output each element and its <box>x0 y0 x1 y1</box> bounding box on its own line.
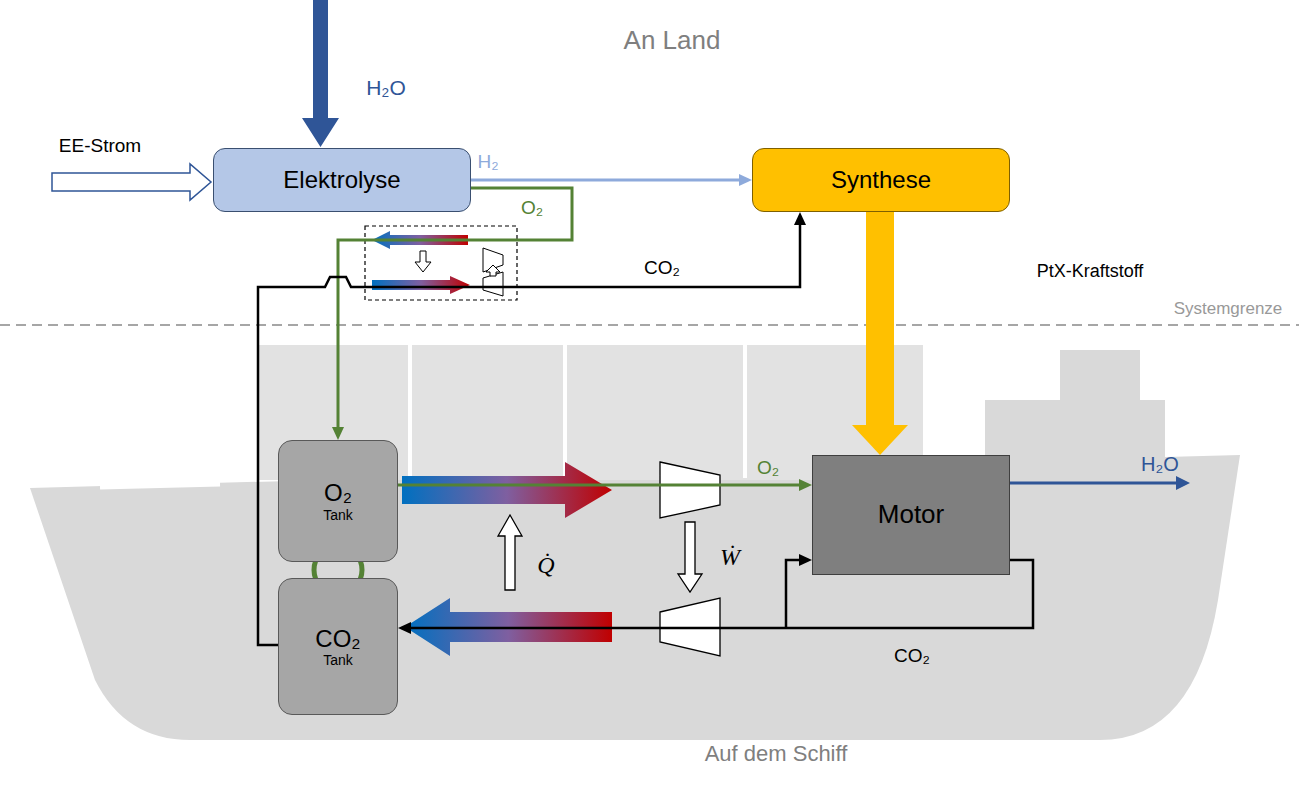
node-title: Synthese <box>831 166 931 194</box>
connector-line <box>471 179 739 182</box>
water-outlet <box>1010 476 1190 490</box>
connector-label: CO₂ <box>894 646 930 667</box>
water-inlet-arrow-part <box>302 0 339 147</box>
ship-silhouette-part <box>743 345 747 478</box>
node-title: Elektrolyse <box>283 166 400 194</box>
diagram-label: Ẇ <box>720 544 740 570</box>
diagram-label: H₂O <box>1141 453 1179 475</box>
flow-connector <box>332 188 572 440</box>
arrow-head <box>332 427 344 440</box>
arrow-head <box>852 425 908 455</box>
co2-recirculation-part <box>799 554 812 566</box>
connector-label: PtX-Kraftstoff <box>1037 262 1144 282</box>
connector-line <box>338 188 572 427</box>
ship-silhouette-part <box>100 484 220 487</box>
ship-silhouette-part <box>408 345 412 478</box>
shore-heat-exchanger-part <box>365 226 517 300</box>
heat-flow-arrow <box>498 515 522 590</box>
shore-heat-exchanger-part <box>415 251 431 272</box>
node-title: O₂ <box>324 479 352 507</box>
ship-silhouette-part <box>1060 350 1140 405</box>
shore-heat-exchanger-part <box>486 265 500 276</box>
ship-silhouette-part <box>985 400 1165 480</box>
diagram-label: H₂O <box>366 76 406 99</box>
tank-box: O₂Tank <box>278 440 398 562</box>
diagram-label: EE-Strom <box>59 136 141 157</box>
system-boundary <box>0 324 1299 326</box>
compressor-turbine-part <box>660 462 720 518</box>
engine-box: Motor <box>812 455 1010 575</box>
shore-heat-exchanger <box>365 226 517 300</box>
water-inlet-arrow <box>302 0 339 147</box>
shore-heat-exchanger-part <box>372 276 470 294</box>
connector-label: CO₂ <box>644 258 680 279</box>
ship-silhouette <box>30 345 1240 740</box>
flow-connector <box>471 174 752 186</box>
diagram-label: An Land <box>624 26 721 55</box>
connector-line <box>398 484 799 487</box>
diagram-label: Systemgrenze <box>1174 300 1283 319</box>
process-box: Synthese <box>752 148 1010 212</box>
power-arrow-part <box>52 164 211 200</box>
diagram-label: Q̇ <box>537 552 554 578</box>
flow-connector <box>852 212 908 455</box>
ship-silhouette-part <box>30 455 1240 740</box>
ship-silhouette-part <box>563 345 567 478</box>
flow-connector <box>398 479 812 491</box>
node-subtitle: Tank <box>323 507 353 523</box>
heat-exchanger-arrows-part <box>402 462 612 518</box>
arrow-head <box>799 479 812 491</box>
node-subtitle: Tank <box>323 652 353 668</box>
co2-recirculation-part <box>786 560 800 628</box>
connector-label: H₂ <box>477 152 498 173</box>
connector-label: O₂ <box>521 198 543 219</box>
arrow-head <box>739 174 752 186</box>
connector-line <box>866 212 894 425</box>
water-outlet-part <box>1176 476 1190 490</box>
arrow-head <box>398 622 411 634</box>
power-arrow <box>52 164 211 200</box>
connector-label: O₂ <box>757 458 779 479</box>
compressor-turbine-part <box>678 522 702 592</box>
heat-flow-arrow-part <box>498 515 522 590</box>
diagram-label: Auf dem Schiff <box>705 742 848 766</box>
arrow-head <box>794 212 806 225</box>
water-outlet-part <box>1010 482 1178 485</box>
process-box: Elektrolyse <box>213 148 471 212</box>
tank-box: CO₂Tank <box>278 578 398 715</box>
node-title: Motor <box>878 500 944 530</box>
node-title: CO₂ <box>315 625 360 653</box>
co2-recirculation <box>786 554 812 628</box>
